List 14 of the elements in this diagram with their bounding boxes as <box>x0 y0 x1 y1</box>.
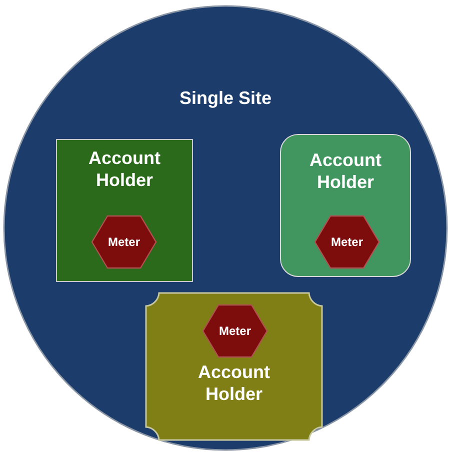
account-holder-label: Account Holder <box>308 150 382 194</box>
site-title: Single Site <box>178 88 273 110</box>
account-holder-box <box>145 292 323 441</box>
meter-hexagon <box>91 215 157 269</box>
meter-label: Meter <box>218 324 252 338</box>
site-circle <box>3 5 448 451</box>
account-holder-label: Account Holder <box>88 148 162 192</box>
meter-label: Meter <box>330 234 364 250</box>
account-holder-box <box>56 139 193 282</box>
meter-hexagon <box>202 304 268 358</box>
account-holder-box <box>280 134 411 277</box>
meter-hexagon <box>314 215 380 269</box>
meter-label: Meter <box>106 234 141 250</box>
account-holder-label: Account Holder <box>197 362 271 406</box>
